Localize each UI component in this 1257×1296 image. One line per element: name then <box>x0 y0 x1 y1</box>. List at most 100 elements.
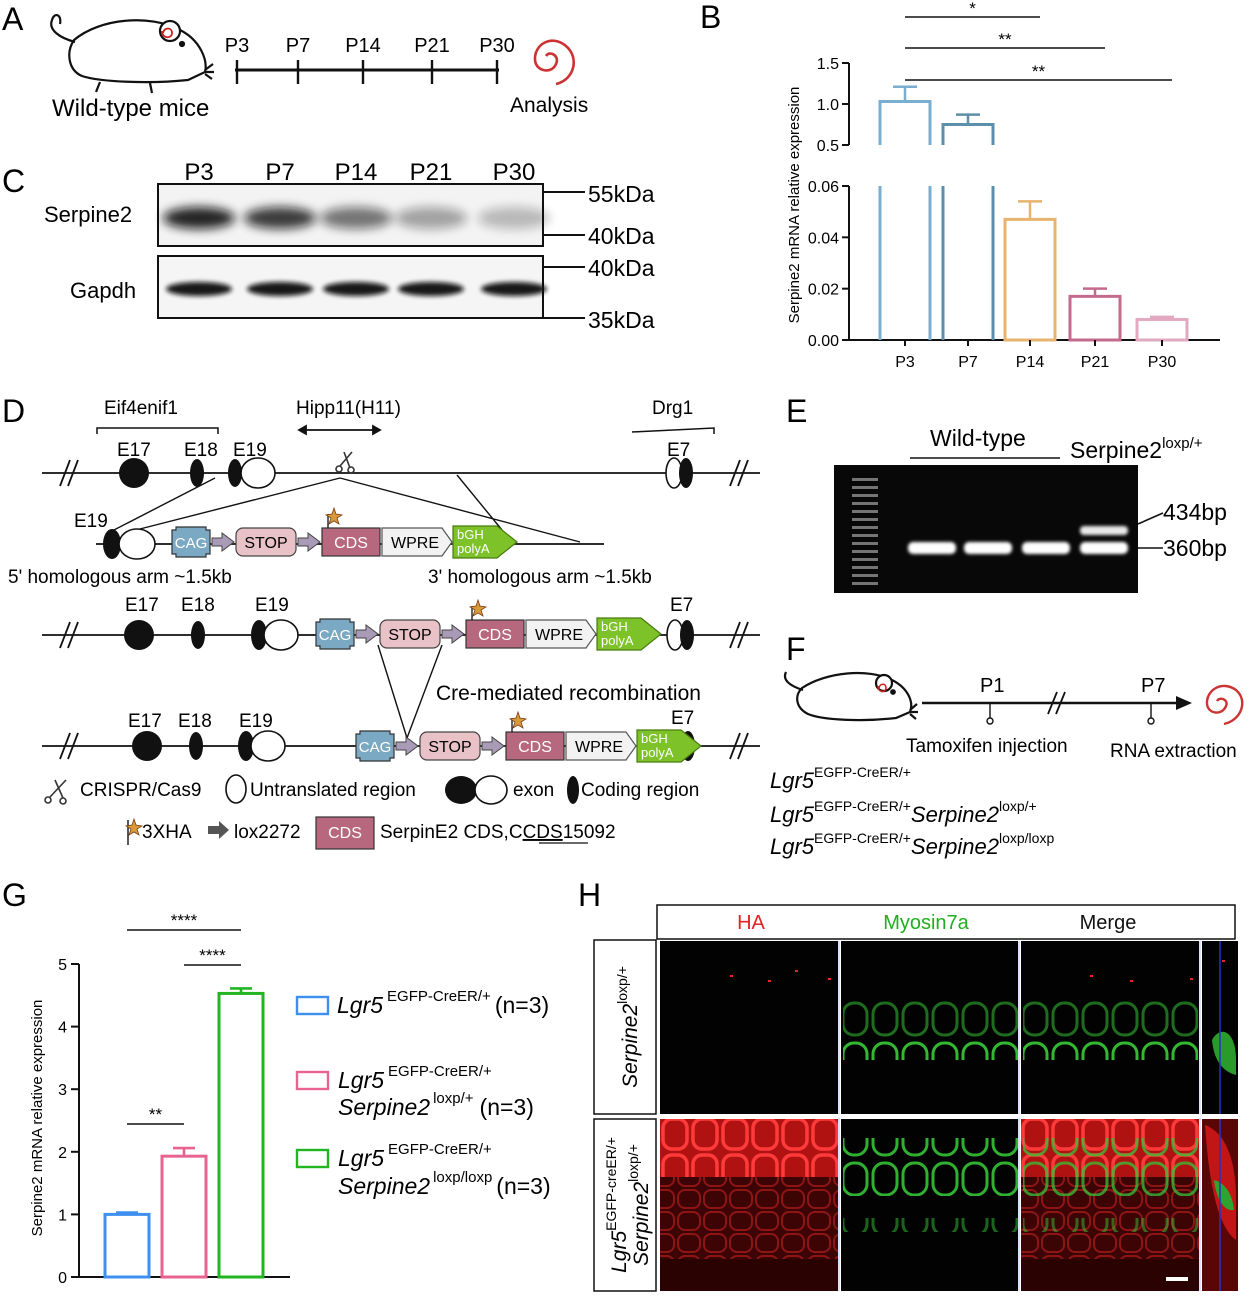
b-bar <box>941 123 995 145</box>
ladder-band <box>852 550 878 553</box>
gene-drg1: Drg1 <box>652 398 693 419</box>
exon-e18 <box>190 459 204 487</box>
f-p7: P7 <box>1141 675 1165 697</box>
arrow-hipp11 <box>297 424 382 436</box>
wpre-box <box>381 527 453 557</box>
b-xtick-label: P7 <box>958 354 978 371</box>
b-sig-label: ** <box>1032 62 1046 81</box>
marker-35kda: 35kDa <box>588 307 655 333</box>
b-xtick-label: P21 <box>1081 354 1110 371</box>
gel-band-434 <box>1080 526 1128 535</box>
b-ytick-label: 0.06 <box>808 179 839 196</box>
bgh-polya-box <box>452 525 518 559</box>
band-gapdh <box>398 282 464 296</box>
panel-e: E Wild-type Serpine2loxp/+ 434bp 360bp <box>786 393 1227 593</box>
cag-label: CAG <box>359 739 392 756</box>
wpre-box <box>525 619 597 649</box>
gel-band-360 <box>1022 542 1070 554</box>
h-row1-label: Serpine2loxp/+ <box>614 966 642 1088</box>
b-xtick-label: P14 <box>1016 354 1045 371</box>
band-serpine2 <box>163 207 235 229</box>
ladder-band <box>852 542 878 545</box>
label-e19-t: E19 <box>255 595 289 616</box>
ha-tag-icon <box>324 506 344 525</box>
timeline-label: P21 <box>414 35 450 57</box>
b-ytick-label: 0.5 <box>817 138 839 155</box>
label-e17-t: E17 <box>125 595 159 616</box>
g-ytick-label: 4 <box>58 1020 67 1037</box>
g-errorbar <box>173 1146 195 1157</box>
panel-f-letter: F <box>786 631 806 667</box>
h-row2-label-b: Serpine2loxp/+ <box>625 1144 653 1266</box>
ortho-green <box>1212 1031 1236 1075</box>
g-errorbar <box>230 987 252 994</box>
mouse-icon <box>50 14 214 94</box>
legend-utr: Untranslated region <box>250 780 416 801</box>
legend-swatch-2 <box>295 1070 330 1091</box>
lane-label: P30 <box>493 159 536 186</box>
wpre-label: WPRE <box>391 535 439 552</box>
exon-e17 <box>119 458 149 488</box>
ha-speck <box>828 978 831 980</box>
b-bar-lower <box>941 186 995 340</box>
label-e18: E18 <box>184 440 218 461</box>
gel-band-360 <box>908 542 956 554</box>
b-ytick-label: 0.02 <box>808 282 839 299</box>
marker-55kda: 55kDa <box>588 181 655 207</box>
b-xtick-label: P3 <box>895 354 915 371</box>
b-sig-label: ** <box>998 30 1012 49</box>
g-ytick-label: 1 <box>58 1207 67 1224</box>
cag-promoter <box>171 526 211 558</box>
g-errorbar <box>116 1211 138 1215</box>
gel-band-360 <box>964 542 1012 554</box>
legend-exon: exon <box>513 780 554 801</box>
band-serpine2 <box>395 207 467 229</box>
bgh-polya-box <box>636 729 702 763</box>
analysis-label: Analysis <box>510 94 588 117</box>
b-ytick-label: 0.04 <box>808 230 839 247</box>
label-e18-r: E18 <box>178 711 212 732</box>
legend-cds-icon <box>315 816 375 850</box>
h-row2-label-a: Lgr5EGFP-creER/+ <box>603 1137 631 1273</box>
mouse-icon-f <box>783 671 918 722</box>
ladder-band <box>852 566 878 569</box>
panel-a-letter: A <box>2 1 24 37</box>
exon-e19-coding <box>228 459 242 487</box>
b-ytick-label: 1.5 <box>817 56 839 73</box>
ortho-r2-green <box>1214 1180 1234 1211</box>
ladder-band <box>852 518 878 521</box>
marker-40kda-top: 40kDa <box>588 223 655 249</box>
ha-speck <box>1130 980 1133 982</box>
ha-speck <box>1190 978 1193 980</box>
h-col-myosin: Myosin7a <box>883 912 969 934</box>
cds-box <box>465 619 525 649</box>
lox-site <box>441 624 465 644</box>
g-ytick-label: 2 <box>58 1145 67 1162</box>
timeline-label: P14 <box>345 35 381 57</box>
g-ytick-label: 3 <box>58 1082 67 1099</box>
b-bar <box>1135 317 1189 342</box>
f-p1: P1 <box>980 675 1004 697</box>
h-col-merge: Merge <box>1080 912 1137 934</box>
ha-bottom <box>1021 1259 1199 1291</box>
g-bar <box>217 991 265 1279</box>
cds-label: CDS <box>334 535 368 552</box>
label-e19: E19 <box>233 440 267 461</box>
ladder-band <box>852 486 878 489</box>
merge-ihc <box>1023 1218 1198 1232</box>
ladder-band <box>852 526 878 529</box>
ha-tag-icon <box>468 598 488 617</box>
ohc-rows <box>843 1000 1018 1038</box>
g-sig-label: ** <box>149 1105 163 1124</box>
cds-box <box>505 731 565 761</box>
exon-e7 <box>679 458 693 488</box>
bgh-polya-box <box>596 617 662 651</box>
cds-label: CDS <box>518 739 552 756</box>
mouse-label: Wild-type mice <box>52 95 209 122</box>
ohc-rows <box>1023 1000 1198 1038</box>
b-ytick-label: 1.0 <box>817 97 839 114</box>
b-errorbar <box>1150 315 1174 320</box>
h-row2-label-box <box>593 1118 657 1292</box>
